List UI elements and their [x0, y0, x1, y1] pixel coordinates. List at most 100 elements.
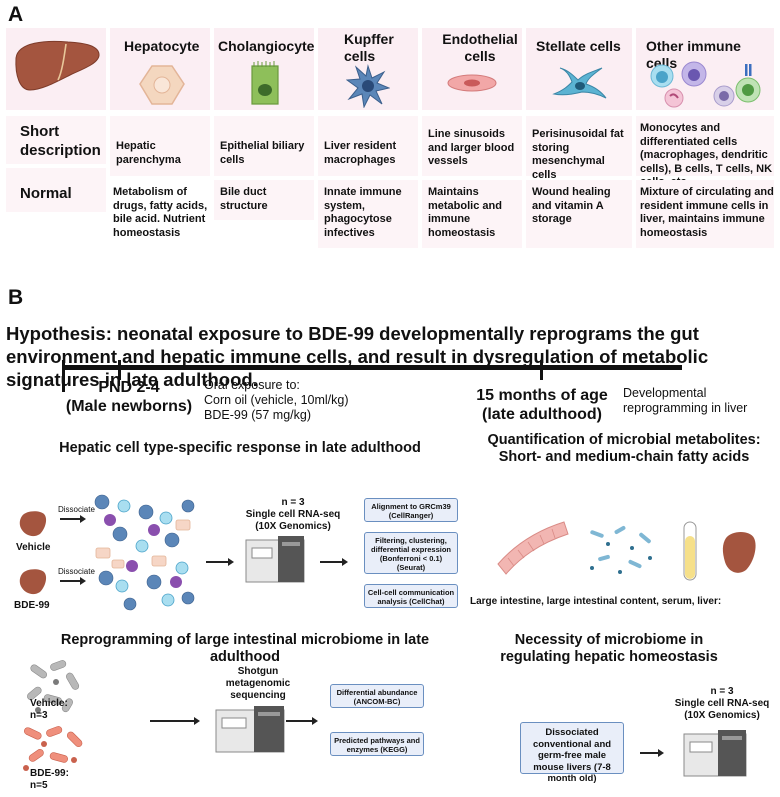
microbiome-step-text: (ANCOM-BC) [353, 697, 401, 706]
dissociate-label: Dissociate [58, 505, 95, 514]
microbes-icon [590, 526, 652, 574]
cell-type-name: Stellate cells [536, 38, 621, 54]
metabolites-title-line2: Short- and medium-chain fatty acids [498, 449, 750, 465]
panel-b-letter: B [8, 286, 24, 309]
scrna-method-line1: Single cell RNA-seq [245, 509, 341, 520]
analysis-step-text: Alignment to GRCm39 [371, 502, 451, 511]
sequencer-icon [245, 536, 305, 583]
scrna-method: n = 3 Single cell RNA-seq (10X Genomics) [238, 497, 348, 533]
dissociate-arrow [60, 577, 86, 584]
stellate-cell-icon [552, 67, 607, 99]
normal-function-text: Mixture of circulating and resident immu… [640, 186, 774, 239]
vehicle-group-name: Vehicle: [30, 698, 68, 709]
process-arrow [286, 717, 318, 724]
exposure-vehicle: Corn oil (vehicle, 10ml/kg) [204, 393, 349, 407]
normal-cell: Bile duct structure [214, 180, 314, 220]
shotgun-method: Shotgun metagenomic sequencing [210, 666, 306, 702]
normal-cell: Metabolism of drugs, fatty acids, bile a… [110, 180, 210, 260]
necessity-title-line1: Necessity of microbiome in [514, 632, 704, 648]
timeline [62, 360, 682, 392]
shotgun-method-line2: metagenomic [225, 678, 291, 689]
timeline-end-note-line2: reprogramming in liver [623, 401, 748, 415]
metabolites-section-title: Quantification of microbial metabolites:… [474, 432, 774, 466]
normal-function-text: Maintains metabolic and immune homeostas… [428, 186, 502, 239]
vehicle-group-n: n=3 [30, 710, 48, 721]
short-description-text: Perisinusoidal fat storing mesenchymal c… [532, 128, 624, 181]
bde-group-label: BDE-99: n=5 [30, 768, 69, 792]
normal-cell: Innate immune system, phagocytose infect… [318, 180, 418, 248]
necessity-title-line2: regulating hepatic homeostasis [500, 649, 718, 665]
short-description-text: Hepatic parenchyma [116, 140, 181, 166]
cell-type-name: Hepatocyte [124, 38, 200, 54]
scrna-section-title: Hepatic cell type-specific response in l… [59, 440, 421, 456]
analysis-step-text: analysis (CellChat) [377, 597, 445, 606]
necessity-method-line2: (10X Genomics) [684, 710, 760, 721]
necessity-method: n = 3 Single cell RNA-seq (10X Genomics) [664, 686, 780, 722]
hepatocyte-icon [139, 65, 185, 105]
analysis-step-box: Filtering, clustering, differential expr… [364, 532, 458, 574]
scrna-n: n = 3 [281, 497, 305, 508]
cell-type-name: Endothelial cells [442, 31, 518, 64]
exposure-title: Oral exposure to: [204, 378, 300, 392]
necessity-method-line1: Single cell RNA-seq [674, 698, 770, 709]
liver-image-cell [6, 28, 106, 110]
timeline-end-note-line1: Developmental [623, 386, 707, 400]
exposure-text: Oral exposure to: Corn oil (vehicle, 10m… [204, 378, 349, 423]
row-label-normal: Normal [20, 185, 72, 202]
short-desc-cell: Perisinusoidal fat storing mesenchymal c… [526, 116, 632, 181]
timeline-end-label-line1: 15 months of age [476, 387, 608, 404]
normal-function-text: Bile duct structure [220, 186, 268, 212]
cell-type-name: Cholangiocyte [218, 38, 315, 54]
timeline-start-label-line1: PND 2-4 [98, 379, 160, 396]
normal-cell: Wound healing and vitamin A storage [526, 180, 632, 248]
short-description-text: Liver resident macrophages [324, 140, 397, 166]
analysis-step-text: (Seurat) [396, 563, 426, 572]
immune-cells-icon [650, 61, 761, 108]
bacteria-vehicle-icon [27, 660, 80, 713]
short-desc-cell: Hepatic parenchyma [110, 116, 210, 176]
bacteria-bde-icon [23, 726, 83, 771]
serum-tube-icon [683, 521, 697, 581]
cholangiocyte-icon [251, 61, 279, 105]
shotgun-method-line1: Shotgun [237, 666, 279, 677]
short-description-text: Line sinusoids and larger blood vessels [428, 128, 515, 167]
endothelial-cell-icon [447, 74, 497, 92]
timeline-start-label-line2: (Male newborns) [65, 398, 193, 415]
analysis-step-text: differential expression [370, 545, 452, 554]
process-arrow [206, 558, 234, 565]
cell-type-name: Other immune cells [646, 38, 741, 71]
microbiome-section-title: Reprogramming of large intestinal microb… [60, 632, 430, 665]
large-intestine-icon [497, 521, 569, 575]
analysis-step-text: (Bonferroni < 0.1) [379, 554, 443, 563]
necessity-n: n = 3 [710, 686, 734, 697]
short-desc-cell: Line sinusoids and larger blood vessels [422, 116, 522, 176]
cell-type-stellate: Stellate cells [526, 28, 632, 110]
cell-type-other-immune: Other immune cells [636, 28, 774, 110]
panel-a-letter: A [8, 3, 24, 26]
timeline-end-label: 15 months of age (late adulthood) [466, 386, 618, 424]
metabolites-caption: Large intestine, large intestinal conten… [470, 596, 722, 607]
analysis-step-text: Filtering, clustering, [375, 536, 447, 545]
process-arrow [150, 717, 200, 724]
short-desc-cell: Monocytes and differentiated cells (macr… [636, 116, 774, 188]
scrna-method-line2: (10X Genomics) [255, 521, 331, 532]
normal-function-text: Wound healing and vitamin A storage [532, 186, 611, 225]
necessity-sample-box: Dissociated conventional and germ-free m… [520, 722, 624, 784]
process-arrow [640, 749, 664, 756]
bde-label: BDE-99 [14, 600, 50, 611]
cell-type-hepatocyte: Hepatocyte [110, 28, 210, 110]
kupffer-cell-icon [346, 64, 390, 108]
analysis-step-text: Cell-cell communication [367, 588, 455, 597]
microbiome-step-box: Predicted pathways and enzymes (KEGG) [330, 732, 424, 756]
dissociate-label: Dissociate [58, 567, 95, 576]
dissociated-cells-cluster [94, 494, 195, 611]
timeline-start-label: PND 2-4 (Male newborns) [58, 378, 200, 416]
microbiome-step-text: enzymes (KEGG) [346, 745, 408, 754]
analysis-step-box: Cell-cell communication analysis (CellCh… [364, 584, 458, 608]
short-description-text: Epithelial biliary cells [220, 140, 305, 166]
normal-label-cell: Normal [6, 168, 106, 212]
normal-function-text: Innate immune system, phagocytose infect… [324, 186, 402, 239]
sequencer-icon [683, 730, 747, 777]
row-label-short-description: Short description [20, 123, 101, 159]
shotgun-method-line3: sequencing [230, 690, 286, 701]
